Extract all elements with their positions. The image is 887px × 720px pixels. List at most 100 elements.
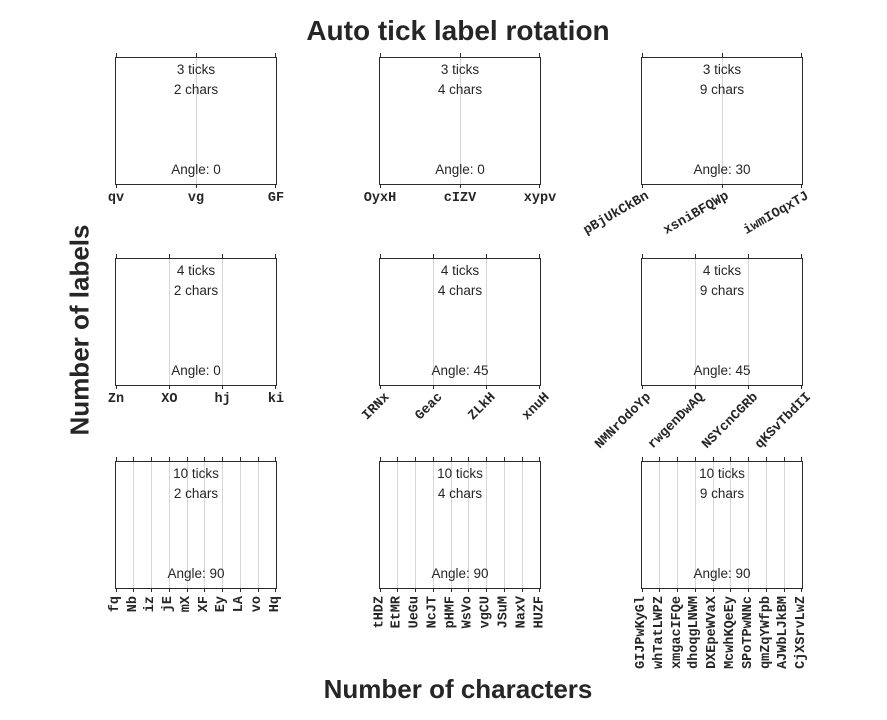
x-tick-label: vg	[187, 191, 205, 206]
gridline	[677, 462, 679, 588]
bottom-tick-mark	[486, 385, 488, 389]
x-tick-label: UeGu	[407, 596, 423, 629]
gridline	[222, 462, 224, 588]
gridline	[486, 259, 488, 385]
angle-label: Angle: 90	[167, 566, 225, 581]
gridline	[765, 462, 767, 588]
top-tick-mark	[642, 457, 643, 461]
bottom-tick-mark	[168, 385, 170, 389]
x-tick-label: WsVo	[460, 596, 476, 629]
bottom-tick-mark	[539, 184, 540, 188]
gridline	[748, 259, 750, 385]
ticks-count-label: 10 ticks	[173, 466, 219, 481]
top-tick-mark	[222, 457, 224, 461]
x-tick-label: XF	[196, 596, 212, 613]
top-tick-mark	[204, 457, 206, 461]
bottom-tick-mark	[397, 588, 399, 592]
top-tick-mark	[801, 457, 802, 461]
top-tick-mark	[539, 254, 540, 258]
bottom-tick-mark	[642, 385, 643, 389]
top-tick-mark	[168, 457, 170, 461]
top-tick-mark	[748, 457, 750, 461]
x-tick-label: CjXSrvLwZ	[794, 596, 809, 669]
gridline	[721, 58, 723, 184]
x-tick-label: xypv	[523, 191, 557, 206]
x-tick-label: xnuH	[519, 390, 553, 424]
top-tick-mark	[712, 457, 714, 461]
x-tick-label: AJWbLJkBM	[776, 596, 792, 669]
bottom-tick-mark	[748, 588, 750, 592]
x-tick-label: tHDZ	[372, 596, 387, 629]
y-axis-label: Number of labels	[64, 224, 95, 436]
x-tick-label: XO	[161, 392, 178, 407]
top-tick-mark	[275, 254, 276, 258]
x-tick-label: pHMF	[443, 596, 459, 629]
x-tick-label: NMNrOdoYp	[592, 390, 655, 453]
gridline	[415, 462, 417, 588]
x-tick-label: qmZqYWfpb	[758, 596, 774, 669]
gridline	[730, 462, 732, 588]
x-tick-label: GIJPwKyGl	[634, 596, 649, 669]
top-tick-mark	[748, 254, 750, 258]
x-tick-label: xmgacIFQe	[669, 596, 685, 669]
x-tick-label: Geac	[412, 390, 447, 424]
x-tick-label: DXEpeWVaX	[705, 596, 721, 669]
gridline	[257, 462, 259, 588]
bottom-tick-mark	[642, 588, 643, 592]
ticks-count-label: 4 ticks	[440, 263, 480, 278]
top-tick-mark	[801, 254, 802, 258]
ticks-count-label: 10 ticks	[437, 466, 483, 481]
top-tick-mark	[133, 457, 135, 461]
gridline	[783, 462, 785, 588]
x-tick-label: IRNx	[359, 390, 393, 424]
gridline	[503, 462, 505, 588]
x-tick-label: iz	[143, 596, 159, 613]
top-tick-mark	[801, 53, 802, 57]
x-tick-label: HUZF	[532, 596, 547, 629]
bottom-tick-mark	[801, 385, 802, 389]
bottom-tick-mark	[721, 184, 723, 188]
x-tick-label: qv	[107, 191, 125, 206]
gridline	[239, 462, 241, 588]
gridline	[397, 462, 399, 588]
top-tick-mark	[222, 254, 224, 258]
chars-count-label: 9 chars	[699, 283, 745, 298]
bottom-tick-mark	[432, 385, 434, 389]
x-tick-label: vgCU	[478, 596, 494, 629]
top-tick-mark	[694, 254, 696, 258]
gridline	[195, 58, 197, 184]
angle-label: Angle: 0	[435, 162, 485, 177]
bottom-tick-mark	[539, 588, 540, 592]
bottom-tick-mark	[415, 588, 417, 592]
gridline	[450, 462, 452, 588]
bottom-tick-mark	[486, 588, 488, 592]
bottom-tick-mark	[116, 588, 117, 592]
gridline	[521, 462, 523, 588]
bottom-tick-mark	[151, 588, 153, 592]
top-tick-mark	[486, 254, 488, 258]
bottom-tick-mark	[195, 184, 197, 188]
gridline	[432, 462, 434, 588]
bottom-tick-mark	[694, 385, 696, 389]
bottom-tick-mark	[116, 385, 117, 389]
bottom-tick-mark	[694, 588, 696, 592]
top-tick-mark	[721, 53, 723, 57]
gridline	[222, 259, 224, 385]
chars-count-label: 4 chars	[437, 82, 483, 97]
gridline	[659, 462, 661, 588]
gridline	[204, 462, 206, 588]
top-tick-mark	[168, 254, 170, 258]
bottom-tick-mark	[659, 588, 661, 592]
bottom-tick-mark	[380, 588, 381, 592]
bottom-tick-mark	[133, 588, 135, 592]
gridline	[694, 462, 696, 588]
bottom-tick-mark	[222, 385, 224, 389]
top-tick-mark	[521, 457, 523, 461]
bottom-tick-mark	[432, 588, 434, 592]
angle-label: Angle: 30	[693, 162, 751, 177]
x-tick-label: vo	[250, 596, 266, 613]
x-tick-label: Hq	[268, 596, 283, 613]
